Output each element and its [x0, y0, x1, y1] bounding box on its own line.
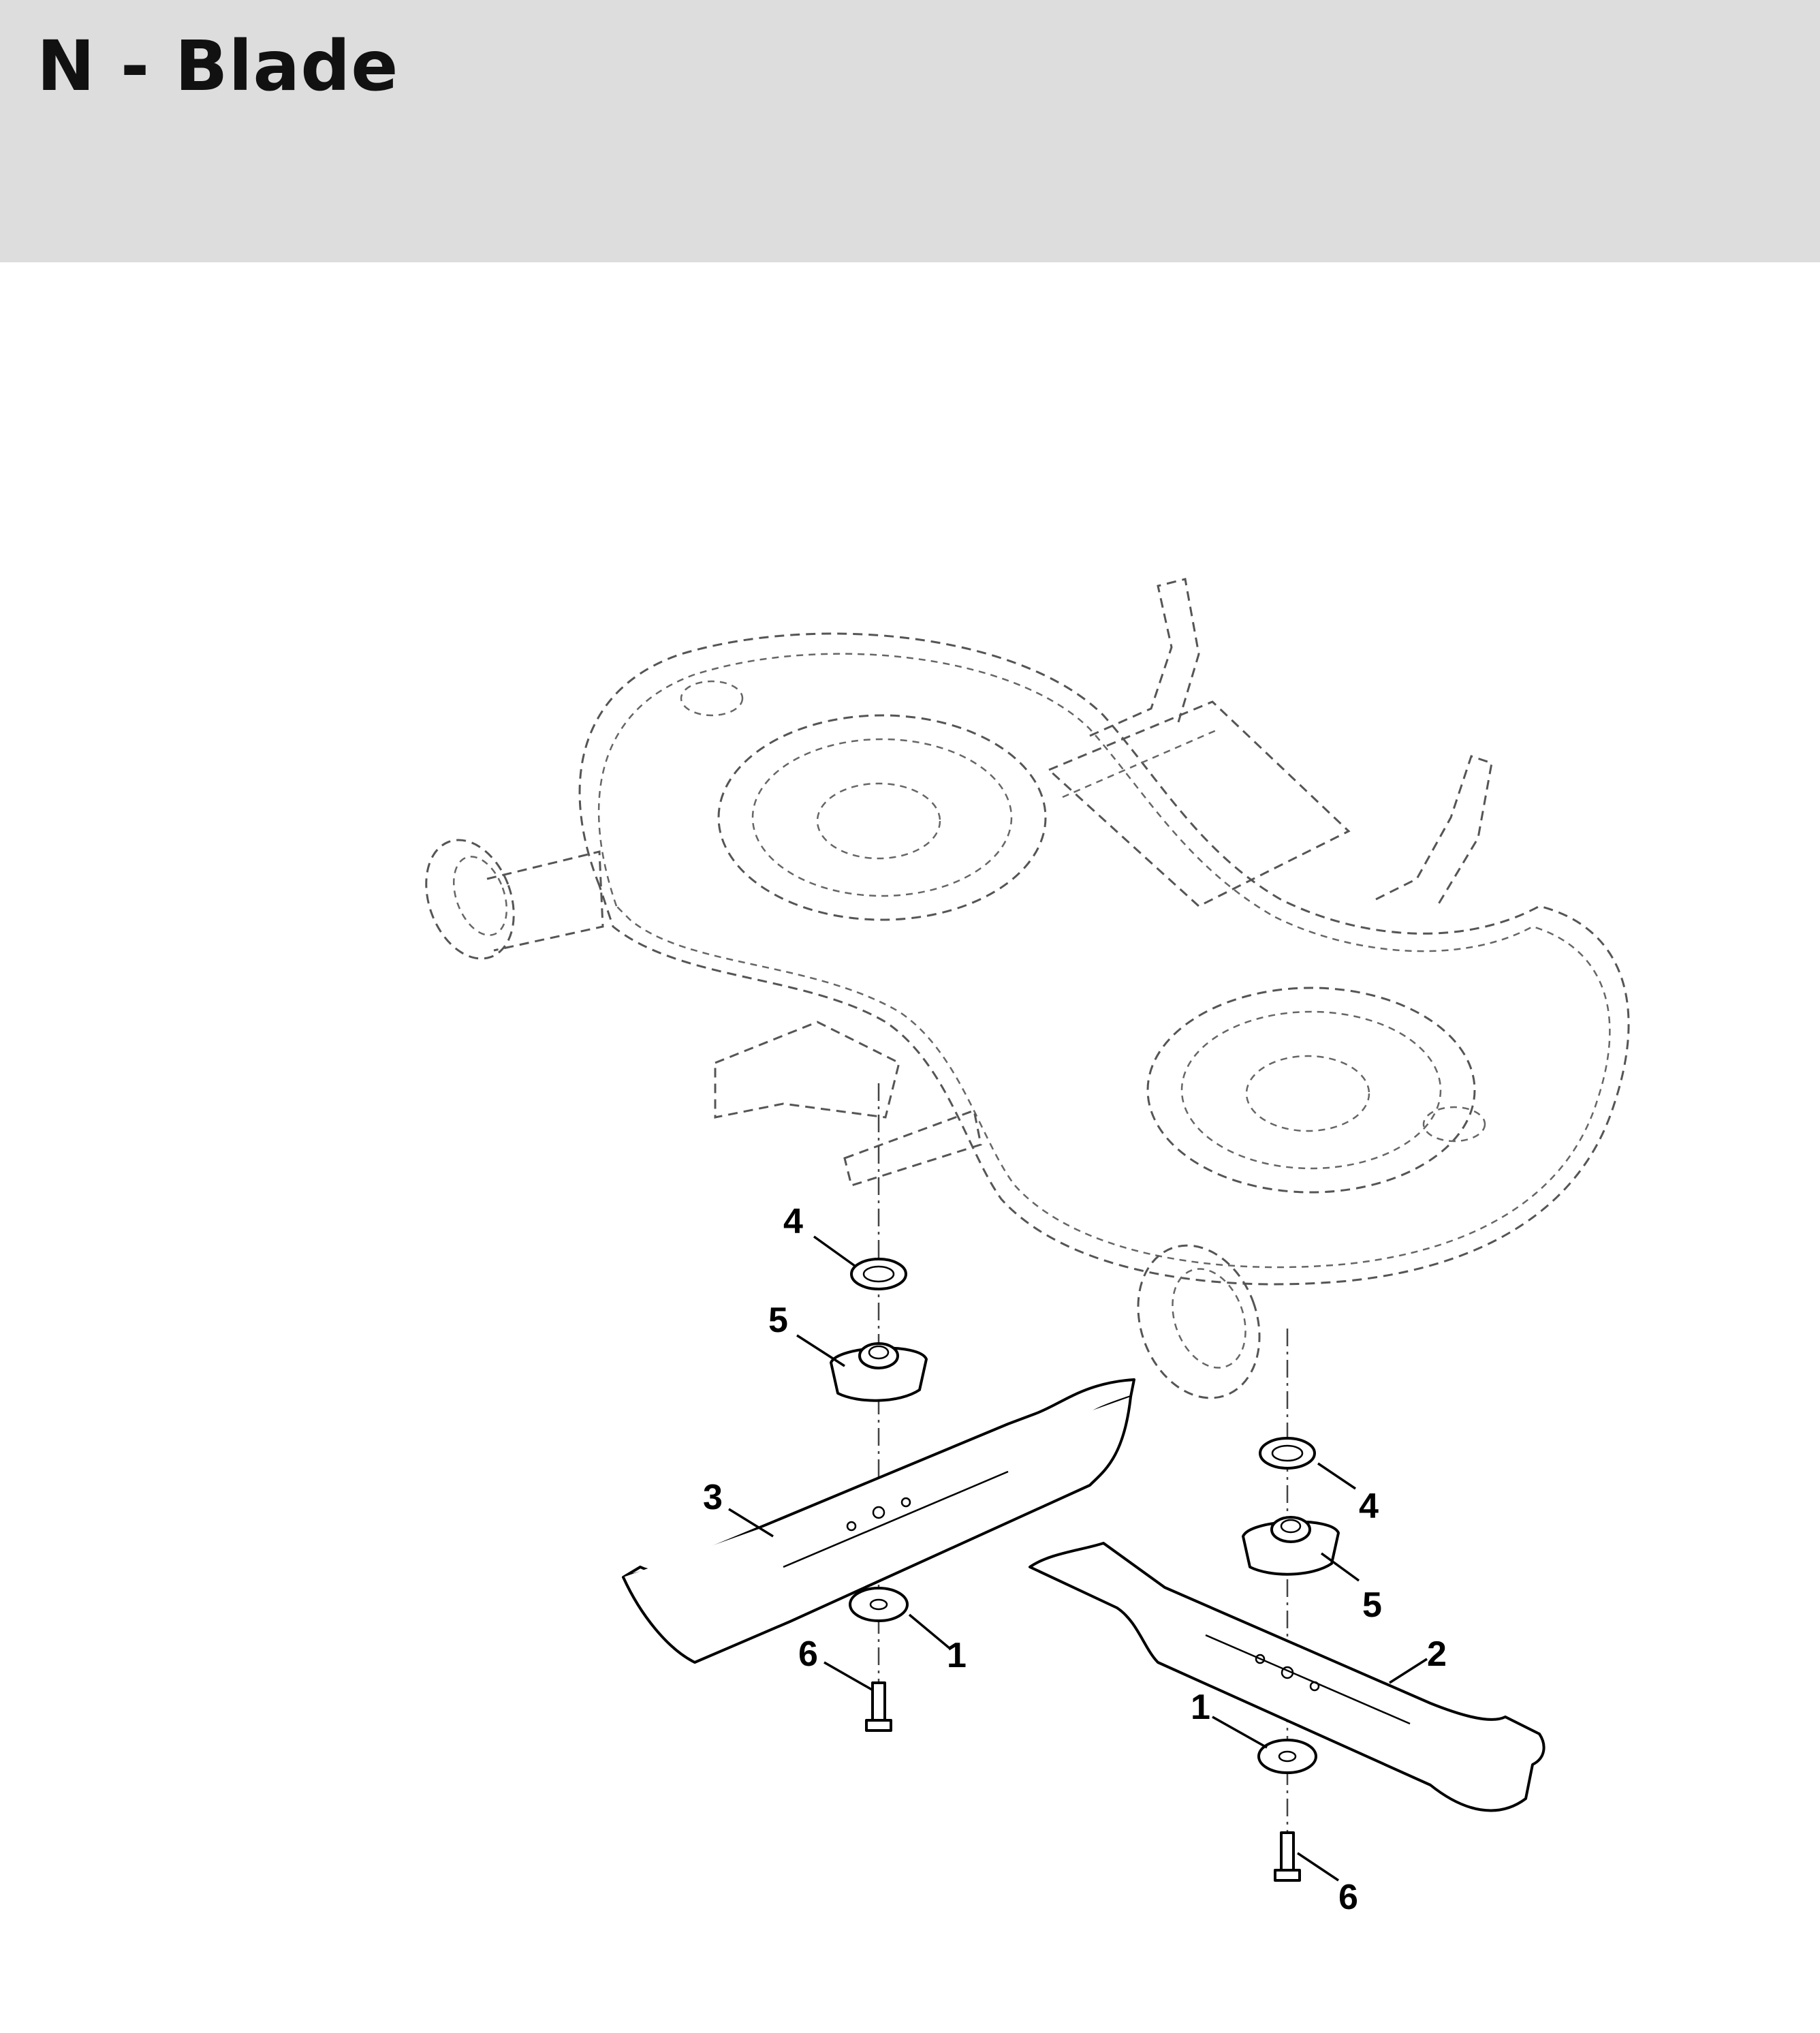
header-bar: N - Blade	[0, 0, 1820, 262]
blade-left	[622, 1378, 1135, 1664]
blade-right	[1029, 1542, 1546, 1812]
callout-6-right: 6	[1338, 1878, 1358, 1917]
blade-adapter-right	[1242, 1516, 1340, 1576]
callout-5-right: 5	[1362, 1585, 1382, 1625]
page-title: N - Blade	[37, 26, 399, 107]
callout-2-right: 2	[1427, 1634, 1447, 1674]
bolt-left	[865, 1681, 892, 1732]
callout-6-left: 6	[798, 1634, 818, 1674]
washer-right	[1259, 1437, 1316, 1470]
callout-1-left: 1	[947, 1636, 967, 1675]
blade-adapter-left	[830, 1342, 928, 1402]
mower-deck-outline	[425, 578, 1630, 1399]
bolt-right	[1274, 1831, 1301, 1882]
callout-3-left: 3	[703, 1478, 723, 1517]
callout-5-left: 5	[768, 1301, 788, 1340]
spring-washer-right	[1257, 1739, 1317, 1774]
leader-lines	[728, 1235, 1428, 1882]
spring-washer-left	[849, 1587, 909, 1622]
washer-left	[850, 1258, 907, 1290]
callout-1-right: 1	[1191, 1688, 1210, 1727]
callout-4-right: 4	[1359, 1487, 1379, 1526]
callout-4-left: 4	[783, 1202, 803, 1241]
